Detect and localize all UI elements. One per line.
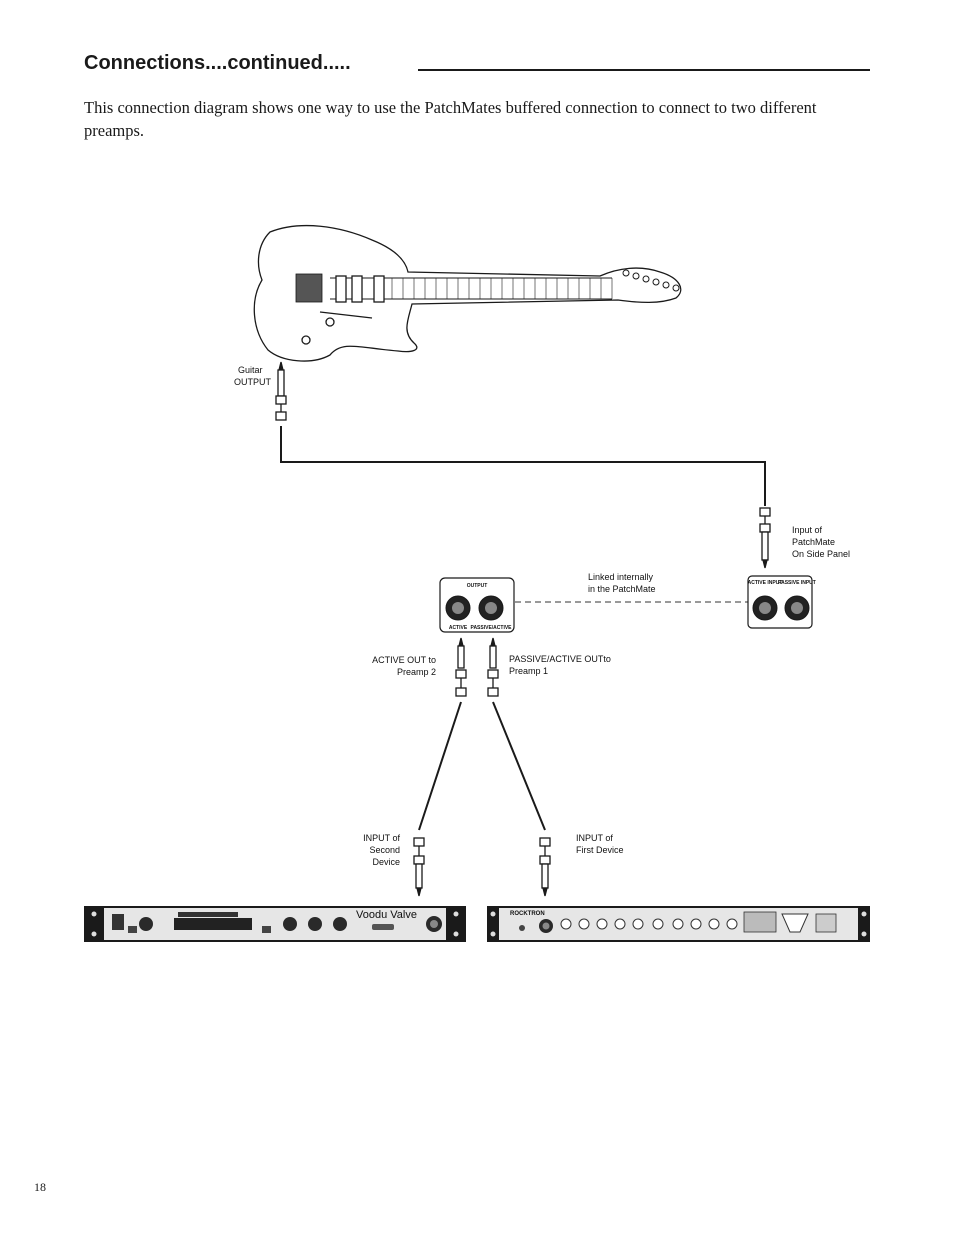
patchmate-input-panel: ACTIVE INPUT PASSIVE INPUT	[747, 575, 816, 629]
svg-text:Guitar: Guitar	[238, 365, 263, 375]
page-heading: Connections....continued.....	[84, 52, 351, 74]
svg-text:INPUT of: INPUT of	[363, 833, 400, 843]
plug-input-first-device	[539, 837, 551, 897]
page-number: 18	[34, 1180, 46, 1194]
active-jack-label: ACTIVE	[449, 625, 468, 631]
cables	[280, 426, 766, 831]
svg-text:Preamp 2: Preamp 2	[397, 667, 436, 677]
svg-text:On Side Panel: On Side Panel	[792, 549, 850, 559]
svg-text:Second: Second	[369, 845, 400, 855]
svg-text:First Device: First Device	[576, 845, 624, 855]
plug-guitar-output	[275, 361, 287, 421]
svg-text:Preamp 1: Preamp 1	[509, 666, 548, 676]
patchmate-output-panel: OUTPUT ACTIVE PASSIVE/ACTIVE	[439, 577, 515, 633]
tuning-pegs	[622, 269, 680, 292]
label-patchmate-input: Input of PatchMate On Side Panel	[792, 525, 850, 559]
plug-active-out	[455, 637, 467, 697]
cable-to-preamp-2	[418, 701, 462, 831]
svg-text:Input of: Input of	[792, 525, 823, 535]
rack-device-voodu-valve: Voodu Valve	[84, 906, 466, 942]
active-input-label: ACTIVE INPUT	[748, 580, 783, 586]
guitar-to-patchmate-cable	[280, 426, 766, 506]
rack-device-rocktron-preamp: ROCKTRON	[487, 906, 870, 942]
passive-active-jack-label: PASSIVE/ACTIVE	[470, 625, 512, 631]
rocktron-brand: ROCKTRON	[510, 911, 545, 917]
guitar-illustration	[253, 224, 682, 362]
output-panel-title: OUTPUT	[467, 583, 488, 589]
plug-passive-active-out	[487, 637, 499, 697]
fretboard-frets	[391, 278, 613, 299]
svg-text:PASSIVE/ACTIVE OUTto: PASSIVE/ACTIVE OUTto	[509, 654, 611, 664]
passive-input-label: PASSIVE INPUT	[778, 580, 816, 586]
svg-text:Device: Device	[372, 857, 400, 867]
label-input-first-device: INPUT of First Device	[576, 833, 624, 855]
label-guitar-output: Guitar OUTPUT	[234, 365, 272, 387]
svg-text:OUTPUT: OUTPUT	[234, 377, 272, 387]
svg-text:ACTIVE OUT to: ACTIVE OUT to	[372, 655, 436, 665]
voodu-valve-name: Voodu Valve	[356, 909, 417, 921]
svg-text:PatchMate: PatchMate	[792, 537, 835, 547]
label-active-out: ACTIVE OUT to Preamp 2	[372, 655, 436, 677]
label-input-second-device: INPUT of Second Device	[363, 833, 400, 867]
plug-patchmate-input	[759, 507, 771, 569]
svg-text:Linked internally: Linked internally	[588, 572, 654, 582]
intro-paragraph: This connection diagram shows one way to…	[84, 98, 817, 140]
cable-to-preamp-1	[492, 701, 546, 831]
label-linked-internally: Linked internally in the PatchMate	[588, 572, 656, 594]
svg-text:in the PatchMate: in the PatchMate	[588, 584, 656, 594]
svg-text:INPUT of: INPUT of	[576, 833, 613, 843]
label-passive-active-out: PASSIVE/ACTIVE OUTto Preamp 1	[509, 654, 611, 676]
plug-input-second-device	[413, 837, 425, 897]
heading-rule	[418, 69, 870, 71]
